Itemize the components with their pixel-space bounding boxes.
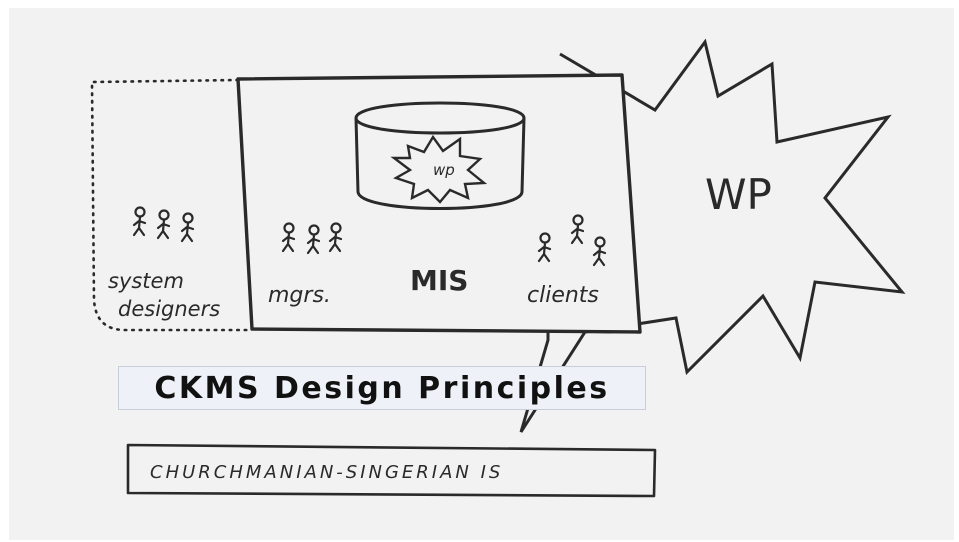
bottom-box xyxy=(126,443,657,498)
wp-large-starburst xyxy=(519,38,906,433)
system-designers-dotted-boundary xyxy=(90,78,254,332)
system-designers-label-line2: designers xyxy=(118,297,220,321)
system-designers-label-line1: system xyxy=(108,269,184,293)
mis-box xyxy=(236,73,642,334)
title-banner: CKMS Design Principles xyxy=(118,366,646,410)
page-title: CKMS Design Principles xyxy=(154,370,610,406)
bottom-box-label: CHURCHMANIAN-SINGERIAN IS xyxy=(150,462,503,483)
clients-label: clients xyxy=(527,283,599,308)
wp-database-cylinder xyxy=(354,101,526,210)
wp-large-label: WP xyxy=(705,170,772,219)
wp-small-label: wp xyxy=(433,161,455,179)
managers-label: mgrs. xyxy=(268,283,331,308)
wp-small-starburst xyxy=(390,134,488,204)
mis-label: MIS xyxy=(410,264,468,297)
